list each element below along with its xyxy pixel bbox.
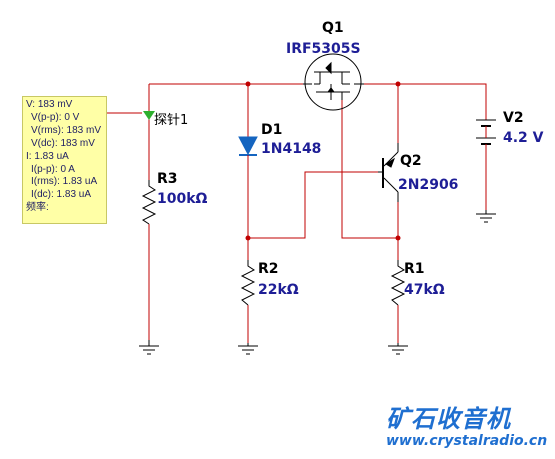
r1-resistor-symbol[interactable] <box>390 260 406 306</box>
d1-diode-symbol[interactable] <box>238 84 258 160</box>
q1-value-label: IRF5305S <box>286 41 361 57</box>
probe-reading: I(rms): 1.83 uA <box>31 176 98 188</box>
r1-value-label: 47kΩ <box>404 282 445 298</box>
probe-reading: V(rms): 183 mV <box>31 124 102 136</box>
probe-name-label: 探针1 <box>154 113 188 128</box>
r2-resistor-symbol[interactable] <box>240 260 256 306</box>
probe-reading: V: 183 mV <box>26 99 73 110</box>
v2-battery-symbol[interactable] <box>476 119 496 150</box>
wires <box>105 83 487 343</box>
ground-icon <box>139 340 159 355</box>
probe-readout-panel: V: 183 mV V(p-p): 0 V V(rms): 183 mV V(d… <box>22 96 107 224</box>
r1-ref-label: R1 <box>404 261 425 277</box>
watermark-title: 矿石收音机 <box>386 405 511 433</box>
probe-reading: V(dc): 183 mV <box>31 137 95 149</box>
ground-icon <box>476 210 496 223</box>
ground-icon <box>238 343 258 355</box>
q1-ref-label: Q1 <box>322 20 344 36</box>
q2-pnp-transistor-symbol[interactable] <box>378 143 399 202</box>
q2-value-label: 2N2906 <box>398 177 458 193</box>
watermark-url: www.crystalradio.cn <box>386 433 548 449</box>
probe-reading: 频率: <box>26 202 49 214</box>
wire-left-node <box>248 171 378 239</box>
q1-mosfet-symbol[interactable] <box>303 53 364 111</box>
d1-ref-label: D1 <box>261 122 282 138</box>
probe-marker-icon[interactable] <box>143 111 155 120</box>
junction-dot <box>395 81 401 87</box>
v2-value-label: 4.2 V <box>503 130 544 146</box>
junctions <box>245 81 401 241</box>
ground-icon <box>388 343 408 355</box>
r2-value-label: 22kΩ <box>258 282 299 298</box>
probe-reading: I: 1.83 uA <box>26 150 69 162</box>
wire-q1-source-rail <box>364 83 487 120</box>
junction-dot <box>245 235 251 241</box>
probe-reading: I(dc): 1.83 uA <box>31 189 92 201</box>
r3-resistor-symbol[interactable] <box>141 180 157 225</box>
wire-q1-gate <box>341 100 398 239</box>
ground-symbols <box>139 210 496 355</box>
d1-value-label: 1N4148 <box>261 141 321 157</box>
probe-reading: V(p-p): 0 V <box>31 111 80 123</box>
r3-ref-label: R3 <box>157 171 178 187</box>
q2-ref-label: Q2 <box>400 153 422 169</box>
v2-ref-label: V2 <box>503 110 524 126</box>
r3-value-label: 100kΩ <box>157 191 208 207</box>
probe-reading: I(p-p): 0 A <box>31 163 75 175</box>
r2-ref-label: R2 <box>258 261 279 277</box>
junction-dot <box>395 235 401 241</box>
